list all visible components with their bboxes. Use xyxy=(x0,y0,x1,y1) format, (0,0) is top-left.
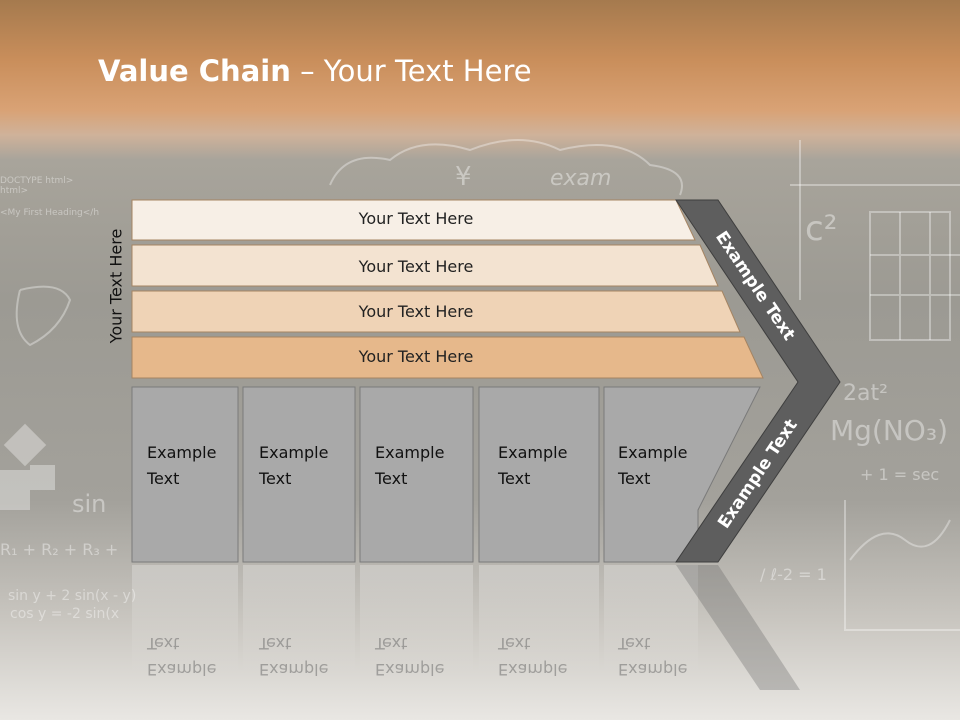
box-4 xyxy=(478,386,600,563)
svg-text:sin y + 2 sin(x - y): sin y + 2 sin(x - y) xyxy=(8,588,136,604)
svg-text:exam: exam xyxy=(550,166,611,191)
row-bar-4 xyxy=(131,336,764,379)
row-bar-2 xyxy=(131,244,719,287)
svg-text:<My First Heading</h: <My First Heading</h xyxy=(0,208,99,218)
svg-text:sin: sin xyxy=(72,490,106,518)
svg-text:R₁ + R₂ + R₃ +: R₁ + R₂ + R₃ + xyxy=(0,540,118,559)
svg-text:html>: html> xyxy=(0,186,28,196)
svg-text:¥: ¥ xyxy=(455,162,472,192)
svg-text:DOCTYPE html>: DOCTYPE html> xyxy=(0,176,73,186)
row-label-1: Your Text Here xyxy=(358,209,474,228)
row-label-2: Your Text Here xyxy=(358,257,474,276)
row-label-4: Your Text Here xyxy=(358,347,474,366)
box-1 xyxy=(131,386,239,563)
row-bar-1 xyxy=(131,199,696,241)
svg-text:Mg(NO₃): Mg(NO₃) xyxy=(830,414,948,447)
svg-text:c²: c² xyxy=(805,209,837,249)
svg-text:+ 1 = sec: + 1 = sec xyxy=(860,465,939,484)
box-3 xyxy=(359,386,474,563)
chevron-arrow xyxy=(675,199,841,563)
svg-text:2at²: 2at² xyxy=(843,381,888,406)
slide-title: Value Chain – Your Text Here xyxy=(98,54,532,88)
svg-text:/ ℓ-2 = 1: / ℓ-2 = 1 xyxy=(760,565,827,584)
row-bar-3 xyxy=(131,290,741,333)
box-2 xyxy=(242,386,356,563)
row-label-3: Your Text Here xyxy=(358,302,474,321)
svg-text:cos y = -2 sin(x: cos y = -2 sin(x xyxy=(10,606,119,622)
